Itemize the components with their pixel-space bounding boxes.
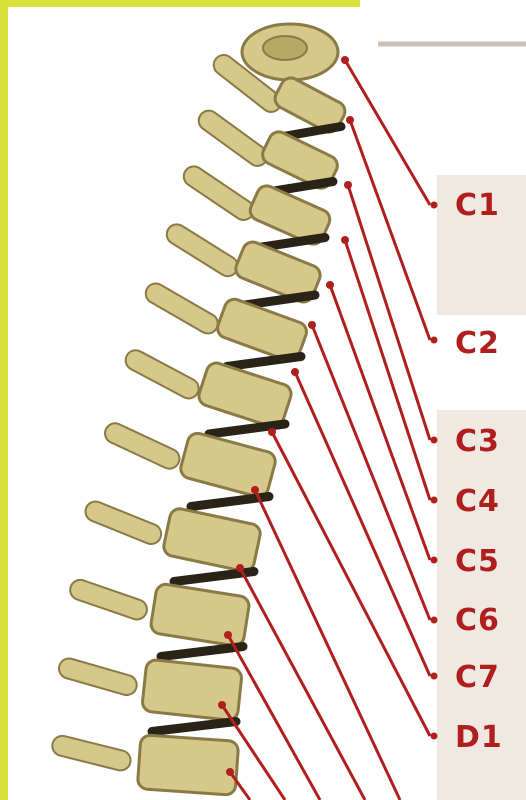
leader-line: [295, 372, 430, 676]
intervertebral-disc: [283, 127, 341, 137]
spinous-process: [195, 107, 271, 170]
leader-line: [272, 432, 430, 736]
leader-dot: [226, 768, 234, 776]
spinous-process: [180, 163, 258, 224]
leader-dot: [268, 428, 276, 436]
intervertebral-disc: [152, 722, 236, 732]
spinous-process: [67, 577, 149, 622]
label-c4: C4: [455, 487, 500, 517]
leader-line: [345, 60, 430, 205]
leader-dot: [431, 202, 438, 209]
leader-dot: [291, 368, 299, 376]
leader-dot: [431, 733, 438, 740]
leader-dot: [308, 321, 316, 329]
vertebral-body: [150, 583, 251, 647]
vertebral-body: [196, 360, 293, 429]
vertebral-body: [137, 735, 239, 796]
vertebral-body: [179, 431, 278, 499]
leader-dot: [341, 236, 349, 244]
label-c2: C2: [455, 329, 500, 359]
leader-dot: [346, 116, 354, 124]
leader-dot: [344, 181, 352, 189]
label-c6: C6: [455, 606, 500, 636]
leader-dot: [431, 617, 438, 624]
leader-dot: [224, 631, 232, 639]
leader-dot: [218, 701, 226, 709]
spinous-process: [142, 280, 221, 337]
label-c5: C5: [455, 547, 500, 577]
leader-dot: [431, 337, 438, 344]
spinous-process: [50, 734, 132, 773]
leader-dot: [341, 56, 349, 64]
leader-line: [228, 635, 320, 800]
leader-dot: [236, 564, 244, 572]
intervertebral-disc: [161, 647, 243, 657]
leader-dot: [251, 486, 259, 494]
label-c1: C1: [455, 191, 500, 221]
vertebral-column: [50, 24, 348, 795]
intervertebral-disc: [245, 295, 315, 305]
label-c7: C7: [455, 663, 500, 693]
atlas-foramen: [263, 36, 307, 60]
vertebral-body: [162, 507, 262, 573]
intervertebral-disc: [227, 357, 301, 367]
leader-line: [345, 240, 430, 500]
spinous-process: [163, 221, 241, 280]
spinous-process: [102, 420, 183, 472]
leader-dot: [431, 673, 438, 680]
spinous-process: [83, 499, 165, 548]
leader-line: [330, 285, 430, 560]
label-c3: C3: [455, 427, 500, 457]
leader-dot: [326, 281, 334, 289]
intervertebral-disc: [259, 238, 325, 248]
spinous-process: [57, 656, 139, 697]
leader-dot: [431, 557, 438, 564]
leader-dot: [431, 437, 438, 444]
label-d1: D1: [455, 723, 503, 753]
leader-dot: [431, 497, 438, 504]
leader-line: [312, 325, 430, 620]
spinous-process: [122, 347, 202, 402]
